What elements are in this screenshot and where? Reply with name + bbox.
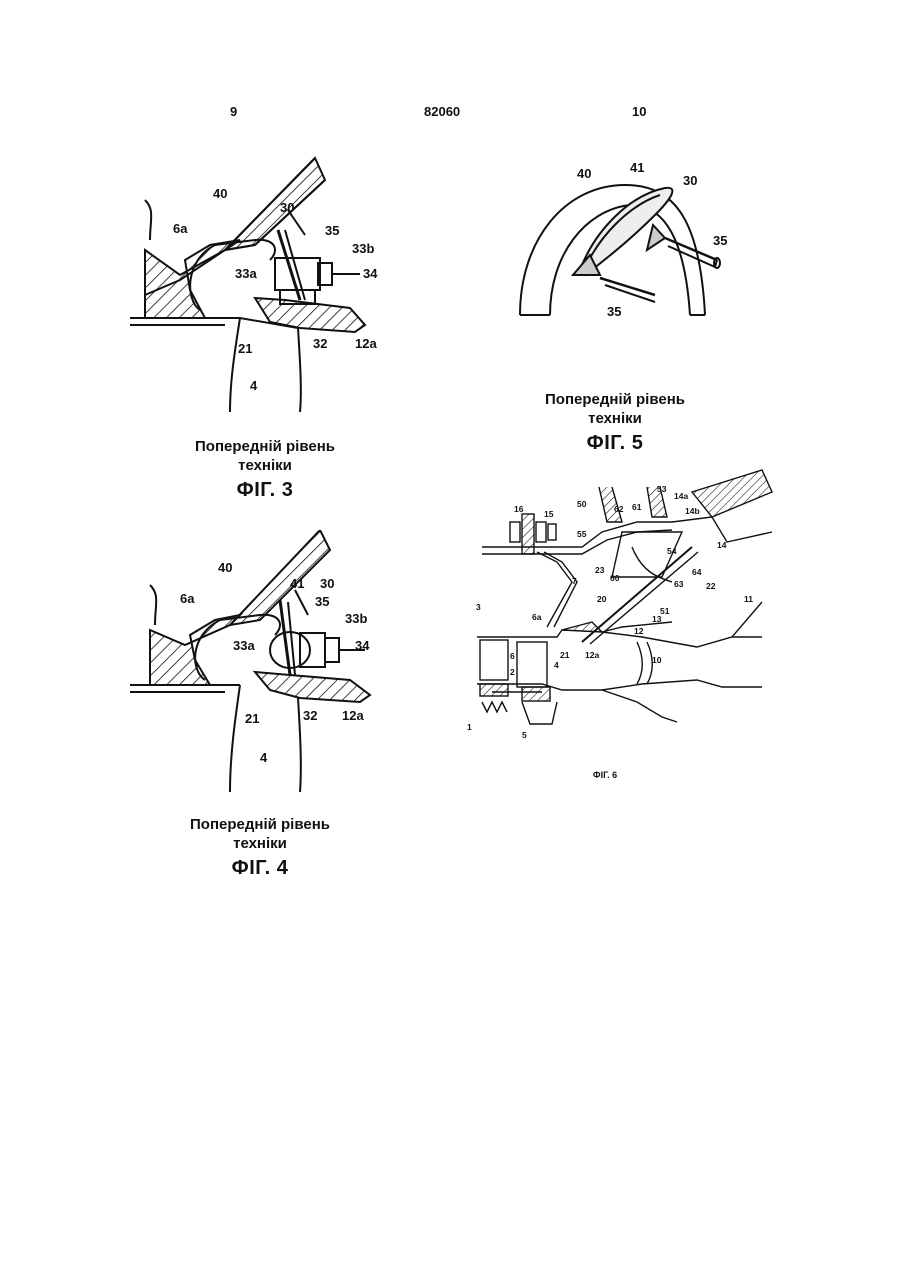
fig6-label-53: 53 [657,484,667,494]
fig5-label-41: 41 [630,160,644,175]
fig6-label-14a: 14a [674,491,688,501]
fig6-label-16: 16 [514,504,524,514]
fig6-label-6: 6 [510,651,515,661]
fig6-label-61: 61 [632,502,642,512]
fig6-label-12: 12 [634,626,644,636]
figure-5-title: ФІГ. 5 [520,434,710,453]
fig3-label-40: 40 [213,186,227,201]
fig6-label-12a: 12a [585,650,599,660]
fig6-label-55: 55 [577,529,587,539]
fig6-label-1: 1 [467,722,472,732]
figure-3-caption-line1: Попередній рівень [170,437,360,456]
figure-4-caption-line1: Попередній рівень [165,815,355,834]
figure-3-caption-line2: техніки [170,456,360,475]
fig3-label-4: 4 [250,378,258,393]
fig6-label-63: 63 [674,579,684,589]
fig4-label-21: 21 [245,711,259,726]
fig6-label-64: 64 [692,567,702,577]
fig4-label-35: 35 [315,594,329,609]
fig4-label-33a: 33a [233,638,255,653]
fig6-label-14: 14 [717,540,727,550]
fig6-label-4: 4 [554,660,559,670]
fig6-label-21: 21 [560,650,570,660]
fig4-label-30: 30 [320,576,334,591]
fig3-label-34: 34 [363,266,378,281]
fig6-label-50: 50 [577,499,587,509]
figure-3-title: ФІГ. 3 [170,481,360,500]
fig6-label-14b: 14b [685,506,700,516]
fig5-label-30: 30 [683,173,697,188]
fig6-label-54: 54 [667,546,677,556]
fig4-label-4: 4 [260,750,268,765]
document-number: 82060 [424,104,460,119]
page-number-right: 10 [632,104,646,119]
fig3-label-32: 32 [313,336,327,351]
figure-6-title: ФІГ. 6 [560,770,650,781]
fig4-label-40: 40 [218,560,232,575]
page-number-left: 9 [230,104,237,119]
fig6-label-62: 62 [614,504,624,514]
fig6-label-10: 10 [652,655,662,665]
fig5-label-40: 40 [577,166,591,181]
fig6-label-3: 3 [476,602,481,612]
fig4-label-12a: 12a [342,708,364,723]
figure-5-caption: Попередній рівень техніки ФІГ. 5 [520,390,710,453]
fig6-label-15: 15 [544,509,554,519]
figure-4-title: ФІГ. 4 [165,859,355,878]
fig6-label-23: 23 [595,565,605,575]
fig6-label-2: 2 [510,667,515,677]
figure-3-drawing: 40 30 6a 35 33b 33a 34 21 32 12a 4 [130,150,390,415]
fig3-label-35: 35 [325,223,339,238]
fig3-label-30: 30 [280,200,294,215]
figure-5-caption-line2: техніки [520,409,710,428]
fig6-label-22: 22 [706,581,716,591]
fig6-label-6a: 6a [532,612,542,622]
figure-5-caption-line1: Попередній рівень [520,390,710,409]
fig6-label-5: 5 [522,730,527,740]
fig3-label-21: 21 [238,341,252,356]
fig3-label-33b: 33b [352,241,374,256]
figure-5-drawing: 40 41 30 35 35 [505,150,755,325]
figure-6-drawing: 50 53 14a 16 15 62 61 14b 55 54 14 7 23 … [462,462,777,747]
fig6-label-11: 11 [744,594,753,604]
fig3-label-33a: 33a [235,266,257,281]
figure-3-caption: Попередній рівень техніки ФІГ. 3 [170,437,360,500]
fig6-label-60: 60 [610,573,620,583]
fig5-label-35-right: 35 [713,233,727,248]
fig3-label-6a: 6a [173,221,188,236]
figure-4-caption-line2: техніки [165,834,355,853]
figure-4-drawing: 40 41 30 6a 35 33b 33a 34 21 32 12a 4 [130,530,390,795]
fig6-label-20: 20 [597,594,607,604]
fig4-label-33b: 33b [345,611,367,626]
fig4-label-32: 32 [303,708,317,723]
fig6-label-13: 13 [652,614,662,624]
fig4-label-41: 41 [290,576,304,591]
fig3-label-12a: 12a [355,336,377,351]
fig6-label-7: 7 [572,576,577,586]
fig5-label-35-lower: 35 [607,304,621,319]
fig4-label-34: 34 [355,638,370,653]
figure-4-caption: Попередній рівень техніки ФІГ. 4 [165,815,355,878]
fig4-label-6a: 6a [180,591,195,606]
